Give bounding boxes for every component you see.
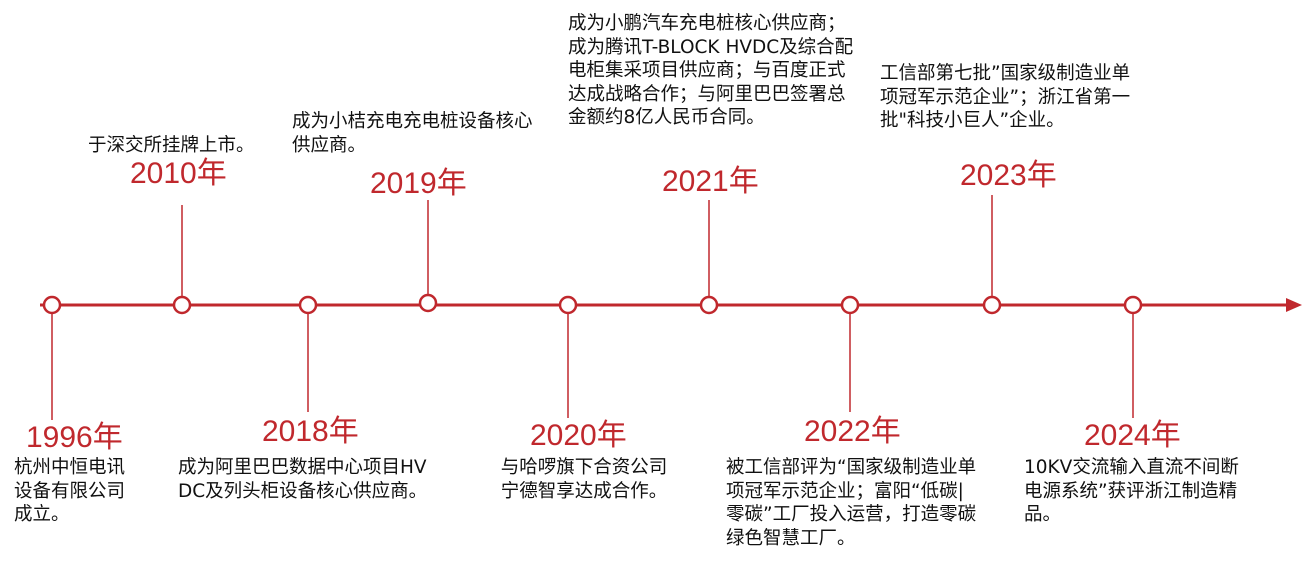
- node-2010: [172, 295, 192, 315]
- event-text-2021: 成为小鹏汽车充电桩核心供应商；成为腾讯T-BLOCK HVDC及综合配电柜集采项…: [568, 13, 854, 128]
- year-label-2023: 2023年: [960, 159, 1057, 192]
- node-2023: [982, 295, 1002, 315]
- node-2021: [699, 295, 719, 315]
- year-label-1996: 1996年: [26, 421, 123, 454]
- node-2018: [298, 295, 318, 315]
- year-label-2024: 2024年: [1084, 419, 1181, 452]
- node-2022: [840, 295, 860, 315]
- event-text-2018: 成为阿里巴巴数据中心项目HVDC及列头柜设备核心供应商。: [178, 457, 428, 502]
- event-text-2024: 10KV交流输入直流不间断电源系统”获评浙江制造精品。: [1024, 457, 1239, 525]
- event-text-2010: 于深交所挂牌上市。: [88, 135, 255, 156]
- node-2020: [558, 295, 578, 315]
- year-label-2022: 2022年: [804, 415, 901, 448]
- year-label-2021: 2021年: [662, 165, 759, 198]
- node-2024: [1123, 295, 1143, 315]
- year-label-2010: 2010年: [130, 157, 227, 190]
- node-2019: [418, 293, 438, 313]
- timeline-arrowhead: [1286, 298, 1302, 312]
- node-1996: [42, 295, 62, 315]
- year-label-2020: 2020年: [530, 419, 627, 452]
- year-label-2019: 2019年: [370, 167, 467, 200]
- event-text-2022: 被工信部评为“国家级制造业单项冠军示范企业；富阳“低碳|零碳”工厂投入运营，打造…: [726, 457, 977, 549]
- event-text-2019: 成为小桔充电充电桩设备核心供应商。: [292, 111, 533, 156]
- year-label-2018: 2018年: [262, 415, 359, 448]
- event-text-1996: 杭州中恒电讯设备有限公司成立。: [14, 457, 126, 525]
- event-text-2023: 工信部第七批”国家级制造业单项冠军示范企业”；浙江省第一批"科技小巨人”企业。: [880, 63, 1131, 131]
- event-text-2020: 与哈啰旗下合资公司宁德智享达成合作。: [500, 457, 668, 502]
